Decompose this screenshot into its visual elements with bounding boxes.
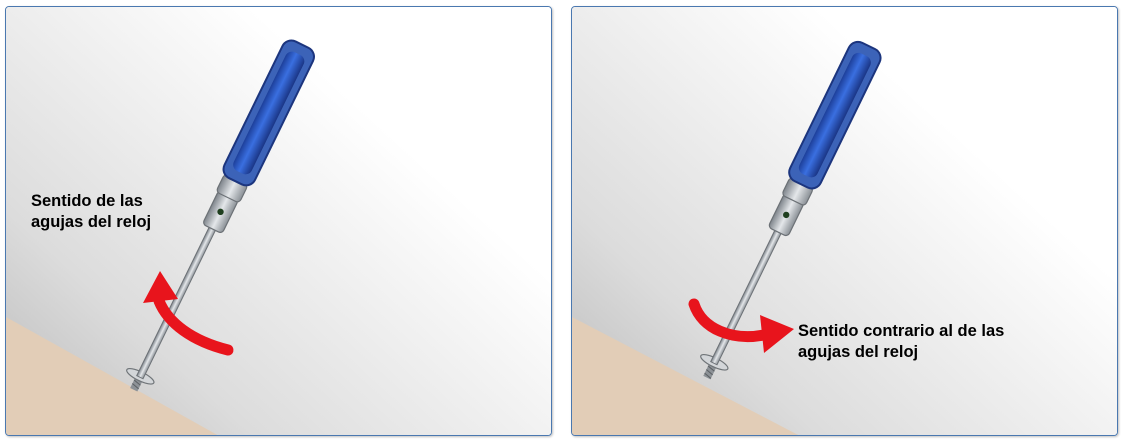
panel-clockwise: Sentido de las agujas del reloj: [5, 6, 552, 436]
counterclockwise-illustration: [572, 7, 1117, 435]
caption-counterclockwise: Sentido contrario al de las agujas del r…: [798, 322, 1005, 361]
panel-counterclockwise: Sentido contrario al de las agujas del r…: [571, 6, 1118, 436]
clockwise-illustration: [6, 7, 551, 435]
screwdriver-icon: [126, 39, 315, 392]
caption-clockwise: Sentido de las agujas del reloj: [31, 192, 152, 231]
rotation-arrow-icon: [688, 298, 794, 353]
surface-wood: [6, 317, 218, 435]
rotation-arrow-icon: [143, 271, 234, 356]
screwdriver-icon: [700, 40, 882, 380]
